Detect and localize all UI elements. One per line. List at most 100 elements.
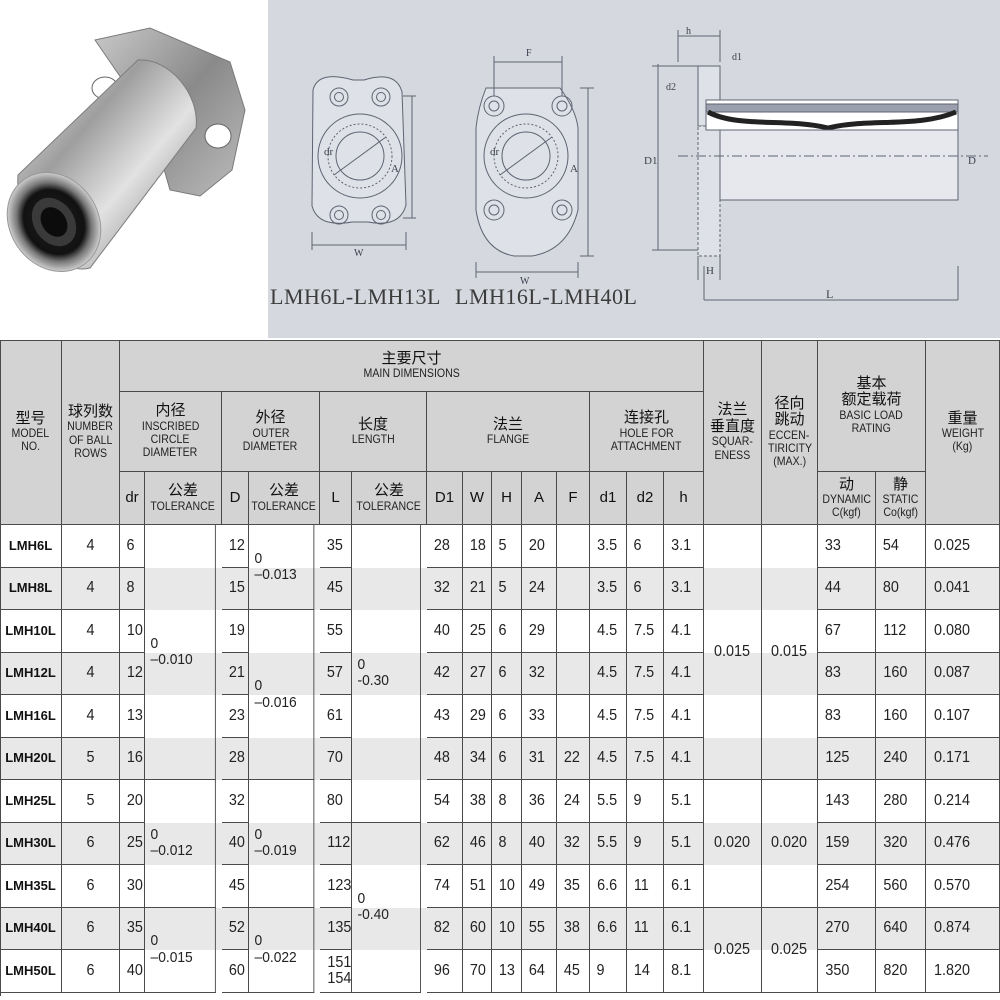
cell-wt: 0.041 [934, 579, 971, 597]
cell-H: 8 [498, 791, 507, 809]
cell-wt: 0.107 [934, 706, 971, 724]
table-cell-balls: 6 [62, 907, 120, 950]
table-cell-dyn: 143 [818, 780, 876, 823]
cell-dr: 16 [126, 749, 143, 767]
row-shade [0, 567, 1000, 610]
table-cell-d2: 6 [627, 525, 664, 568]
table-cell-sta: 160 [876, 695, 926, 738]
squareness-group-3-value: 0.025 [714, 940, 751, 958]
dimension-drawings: dr A W F dr A W [311, 26, 988, 301]
table-cell-D1: 42 [427, 652, 463, 695]
table-cell-A: 24 [522, 567, 557, 610]
header-wt-zh: 重量 [947, 409, 978, 427]
table-cell-W: 38 [463, 780, 492, 823]
cell-dr: 30 [126, 876, 143, 894]
table-cell-balls: 5 [62, 737, 120, 780]
cell-D1: 40 [433, 621, 450, 639]
cell-dyn: 67 [824, 621, 841, 639]
dr-tolerance-group-3-lower: –0.015 [150, 948, 193, 966]
eccentricity-group-3-value: 0.025 [771, 940, 808, 958]
label-dr-1: dr [324, 146, 334, 158]
table-cell-wt: 1.820 [926, 950, 1000, 993]
table-cell-A: 31 [522, 737, 557, 780]
table-cell-model: LMH16L [0, 695, 62, 738]
cell-d1: 4.5 [597, 621, 618, 639]
L-tolerance-group-1: 0-0.30 [352, 525, 421, 823]
subheader-H-label: H [501, 488, 512, 506]
table-cell-D1: 43 [427, 695, 463, 738]
cell-wt: 1.820 [934, 961, 971, 979]
header-id-en: DIAMETER [143, 445, 198, 460]
table-cell-d2: 7.5 [627, 695, 664, 738]
table-cell-dr: 20 [120, 780, 145, 823]
cell-D1: 62 [433, 834, 450, 852]
table-cell-W: 46 [463, 822, 492, 865]
cell-sta: 820 [883, 961, 908, 979]
table-cell-dr: 12 [120, 652, 145, 695]
table-cell-balls: 4 [62, 525, 120, 568]
cell-D: 12 [228, 536, 245, 554]
table-cell-A: 29 [522, 610, 557, 653]
cell-L: 135 [327, 919, 352, 937]
table-cell-A: 40 [522, 822, 557, 865]
cell-F: 32 [563, 834, 580, 852]
table-cell-W: 60 [463, 907, 492, 950]
cell-H: 6 [498, 621, 507, 639]
table-cell-sta: 54 [876, 525, 926, 568]
header-sq-zh: 垂直度 [709, 417, 755, 435]
subheader-L-label: L [331, 488, 340, 506]
subheader-d1: d1 [590, 472, 627, 525]
subheader-H: H [492, 472, 522, 525]
front-view-small-icon [311, 76, 416, 250]
cell-H: 5 [498, 536, 507, 554]
D-tolerance-group-1-upper: 0 [254, 549, 263, 567]
table-cell-L: 80 [320, 780, 352, 823]
header-wt-en: (Kg) [952, 439, 973, 454]
cell-balls: 5 [86, 749, 95, 767]
table-cell-dr: 6 [120, 525, 145, 568]
D-tolerance-group-1: 0–0.013 [249, 525, 315, 610]
cell-dyn: 143 [825, 791, 850, 809]
table-cell-F: 24 [557, 780, 590, 823]
cell-d1: 6.6 [597, 876, 618, 894]
header-dyn-en: DYNAMIC [822, 492, 871, 507]
D-tolerance-group-2-lower: –0.016 [254, 693, 297, 711]
table-cell-dr: 13 [120, 695, 145, 738]
table-cell-D: 45 [222, 865, 249, 908]
table-cell-H: 10 [492, 865, 522, 908]
cell-A: 29 [528, 621, 545, 639]
table-cell-dyn: 67 [818, 610, 876, 653]
cell-L: 151 [327, 953, 352, 971]
table-cell-wt: 0.476 [926, 822, 1000, 865]
table-cell-dr: 16 [120, 737, 145, 780]
cell-A: 55 [528, 919, 545, 937]
cell-A: 32 [528, 664, 545, 682]
cell-d1: 6.6 [597, 919, 618, 937]
label-F: F [526, 48, 532, 59]
subheader-h-label: h [679, 488, 688, 506]
cell-model: LMH50L [5, 962, 56, 978]
cell-H: 6 [498, 749, 507, 767]
cell-balls: 4 [86, 621, 95, 639]
table-cell-d2: 6 [627, 567, 664, 610]
table-cell-h: 4.1 [664, 695, 704, 738]
cell-d1: 3.5 [597, 536, 618, 554]
table-cell-wt: 0.087 [926, 652, 1000, 695]
table-cell-D: 23 [222, 695, 249, 738]
table-cell-sta: 560 [876, 865, 926, 908]
table-cell-model: LMH40L [0, 907, 62, 950]
cell-balls: 6 [86, 834, 95, 852]
header-od-en: DIAMETER [243, 438, 298, 453]
table-cell-F [557, 525, 590, 568]
table-cell-L: 135 [320, 907, 352, 950]
cell-wt: 0.025 [934, 536, 971, 554]
cell-L: 70 [326, 749, 343, 767]
table-cell-A: 36 [522, 780, 557, 823]
table-cell-F: 45 [557, 950, 590, 993]
cell-W: 25 [469, 621, 486, 639]
table-cell-sta: 820 [876, 950, 926, 993]
cell-d1: 3.5 [597, 579, 618, 597]
